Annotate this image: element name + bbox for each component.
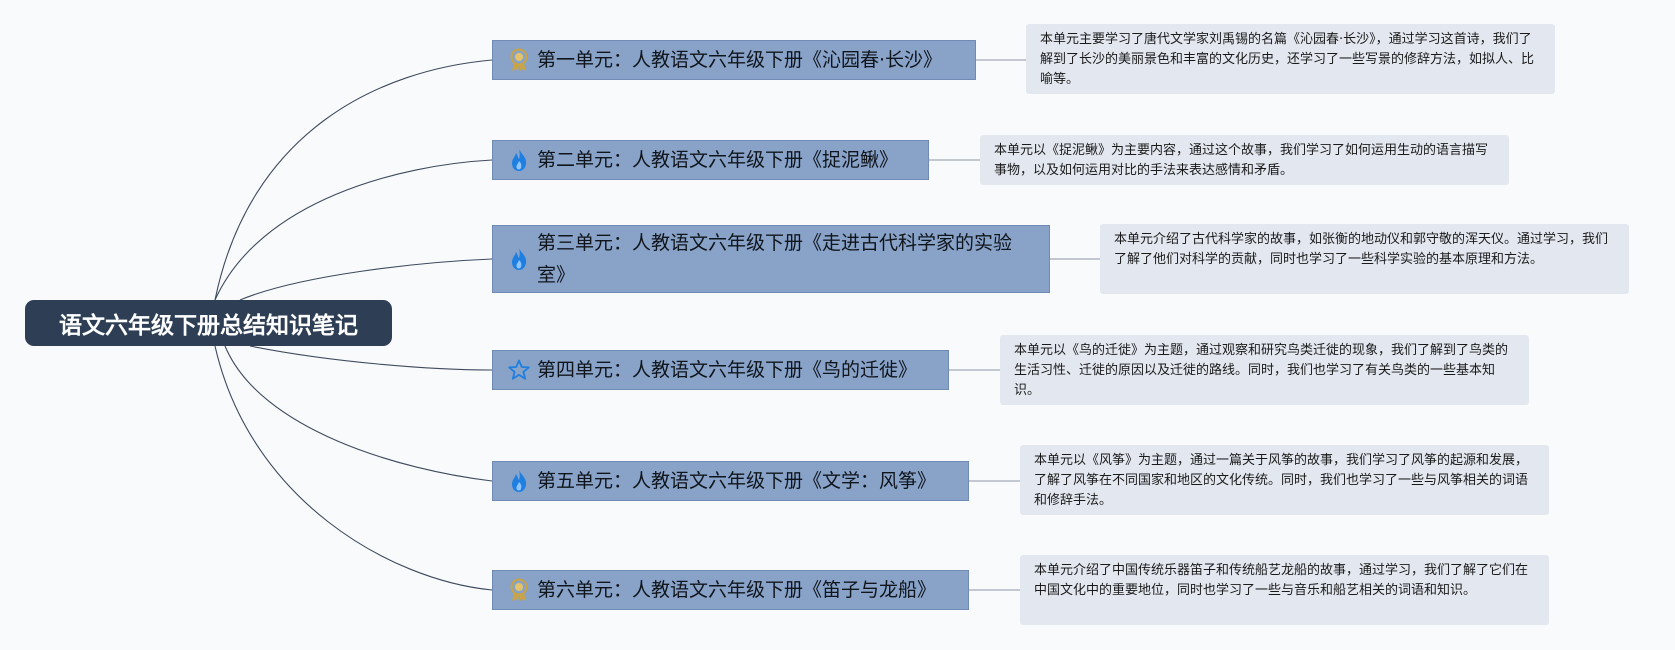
award-ribbon-icon bbox=[507, 578, 531, 602]
branch-title: 第五单元：人教语文六年级下册《文学：风筝》 bbox=[537, 470, 937, 492]
central-topic[interactable]: 语文六年级下册总结知识笔记 bbox=[25, 300, 392, 346]
branch-title: 第一单元：人教语文六年级下册《沁园春·长沙》 bbox=[537, 49, 943, 71]
flame-icon bbox=[507, 469, 531, 493]
note-text: 本单元介绍了中国传统乐器笛子和传统船艺龙船的故事，通过学习，我们了解了它们在中国… bbox=[1034, 563, 1529, 598]
note-text: 本单元主要学习了唐代文学家刘禹锡的名篇《沁园春·长沙》，通过学习这首诗，我们了解… bbox=[1040, 32, 1535, 87]
flame-icon bbox=[507, 247, 531, 271]
connector-unit-4 bbox=[249, 345, 493, 371]
branch-title: 第二单元：人教语文六年级下册《捉泥鳅》 bbox=[537, 149, 899, 171]
note-unit-6: 本单元介绍了中国传统乐器笛子和传统船艺龙船的故事，通过学习，我们了解了它们在中国… bbox=[1020, 555, 1549, 625]
connector-unit-2 bbox=[214, 159, 493, 301]
branch-unit-6[interactable]: 第六单元：人教语文六年级下册《笛子与龙船》 bbox=[492, 570, 969, 610]
star-icon bbox=[507, 358, 531, 382]
branch-unit-1[interactable]: 第一单元：人教语文六年级下册《沁园春·长沙》 bbox=[492, 40, 976, 80]
branch-unit-4[interactable]: 第四单元：人教语文六年级下册《鸟的迁徙》 bbox=[492, 350, 949, 390]
award-ribbon-icon bbox=[507, 48, 531, 72]
branch-title: 第六单元：人教语文六年级下册《笛子与龙船》 bbox=[537, 579, 937, 601]
branch-unit-2[interactable]: 第二单元：人教语文六年级下册《捉泥鳅》 bbox=[492, 140, 929, 180]
flame-icon bbox=[507, 148, 531, 172]
note-unit-2: 本单元以《捉泥鳅》为主要内容，通过这个故事，我们学习了如何运用生动的语言描写事物… bbox=[980, 135, 1509, 185]
note-unit-1: 本单元主要学习了唐代文学家刘禹锡的名篇《沁园春·长沙》，通过学习这首诗，我们了解… bbox=[1026, 24, 1555, 94]
branch-unit-3[interactable]: 第三单元：人教语文六年级下册《走进古代科学家的实验室》 bbox=[492, 225, 1050, 293]
connector-unit-1 bbox=[214, 59, 493, 301]
connector-unit-6 bbox=[214, 345, 493, 591]
connector-unit-5 bbox=[224, 345, 493, 482]
note-unit-4: 本单元以《鸟的迁徙》为主题，通过观察和研究鸟类迁徙的现象，我们了解到了鸟类的生活… bbox=[1000, 335, 1529, 405]
branch-unit-5[interactable]: 第五单元：人教语文六年级下册《文学：风筝》 bbox=[492, 461, 969, 501]
note-unit-5: 本单元以《风筝》为主题，通过一篇关于风筝的故事，我们学习了风筝的起源和发展，了解… bbox=[1020, 445, 1549, 515]
note-unit-3: 本单元介绍了古代科学家的故事，如张衡的地动仪和郭守敬的浑天仪。通过学习，我们了解… bbox=[1100, 224, 1629, 294]
connector-unit-3 bbox=[239, 258, 493, 301]
note-text: 本单元介绍了古代科学家的故事，如张衡的地动仪和郭守敬的浑天仪。通过学习，我们了解… bbox=[1114, 232, 1609, 267]
central-topic-label: 语文六年级下册总结知识笔记 bbox=[59, 313, 358, 339]
branch-title: 第四单元：人教语文六年级下册《鸟的迁徙》 bbox=[537, 359, 918, 381]
note-text: 本单元以《捉泥鳅》为主要内容，通过这个故事，我们学习了如何运用生动的语言描写事物… bbox=[994, 143, 1489, 178]
branch-title: 第三单元：人教语文六年级下册《走进古代科学家的实验室》 bbox=[537, 232, 1013, 286]
note-text: 本单元以《风筝》为主题，通过一篇关于风筝的故事，我们学习了风筝的起源和发展，了解… bbox=[1034, 453, 1529, 508]
note-text: 本单元以《鸟的迁徙》为主题，通过观察和研究鸟类迁徙的现象，我们了解到了鸟类的生活… bbox=[1014, 343, 1509, 398]
